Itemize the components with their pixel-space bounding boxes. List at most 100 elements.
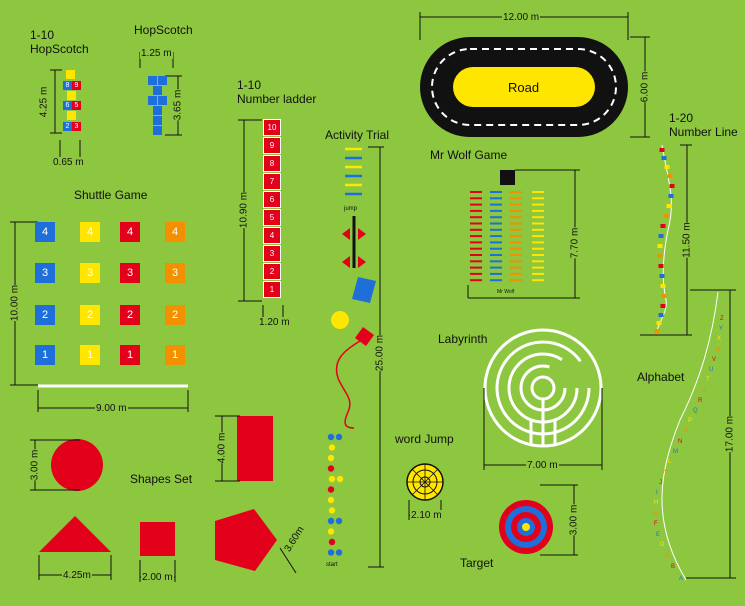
trail-dots <box>327 433 344 556</box>
shuttle-tile: 2 <box>165 305 185 325</box>
shape-rectangle <box>237 416 273 481</box>
hopscotch-2-title: HopScotch <box>134 23 193 37</box>
road-height-dimension: 6.00 m <box>639 71 651 103</box>
circle-height-dimension: 3.00 m <box>29 449 41 481</box>
alphabet-letter: I <box>656 490 658 496</box>
alphabet-letter: V <box>712 357 717 363</box>
shape-circle <box>51 439 103 491</box>
ladder-width-dimension: 1.20 m <box>258 317 291 328</box>
number-line-mark <box>661 294 667 298</box>
ladder-rung: 10 <box>263 119 281 136</box>
alphabet-letter: N <box>678 439 683 445</box>
hopscotch-1-width-dimension: 0.65 m <box>52 157 85 168</box>
road-label: Road <box>508 80 540 95</box>
number-line-mark <box>658 234 664 238</box>
shape-square <box>140 522 175 556</box>
shape-triangle <box>39 516 111 552</box>
alphabet-letter: F <box>654 521 658 527</box>
triangle-width-dimension: 4.25m <box>62 570 92 581</box>
number-line-mark <box>663 214 669 218</box>
alphabet-letter: W <box>715 347 721 353</box>
ladder-height-dimension: 10.90 m <box>238 191 250 229</box>
alphabet-letter: T <box>706 377 710 383</box>
shuttle-tile: 4 <box>80 222 100 242</box>
hopscotch-2-tile <box>153 116 162 125</box>
hopscotch-1-tile: 6 <box>63 101 72 110</box>
number-line-title-line1: 1-20 <box>669 111 694 125</box>
shape-pentagon <box>215 509 277 571</box>
alphabet-letter: Z <box>720 316 724 322</box>
shuttle-tile: 1 <box>35 345 55 365</box>
ladder-rung: 8 <box>263 155 281 172</box>
alphabet-height-dimension: 17.00 m <box>724 415 736 453</box>
trail-dot <box>328 444 336 451</box>
target-height-dimension: 3.00 m <box>568 504 580 536</box>
trail-length-dimension: 25.00 m <box>374 334 386 372</box>
trail-dot <box>327 486 335 493</box>
shuttle-tile: 3 <box>120 263 140 283</box>
hopscotch-2-tile <box>153 126 162 135</box>
activity-trail-title: Activity Trial <box>325 128 390 142</box>
shapes-set-title: Shapes Set <box>130 472 193 486</box>
alphabet-letter: S <box>702 388 707 394</box>
road-width-dimension: 12.00 m <box>502 12 541 23</box>
trail-dot <box>327 433 335 441</box>
activity-trail <box>331 147 376 429</box>
hopscotch-2-tile <box>153 86 162 95</box>
number-line-height-dimension: 11.50 m <box>681 222 693 258</box>
number-line-mark <box>668 194 674 198</box>
word-jump-circle <box>406 463 444 501</box>
trail-dot <box>327 465 335 472</box>
jump-label: jump <box>344 206 358 212</box>
number-line-mark <box>660 224 666 228</box>
hopscotch-2-tile <box>158 76 167 85</box>
shuttle-tile: 2 <box>120 305 140 325</box>
number-line-mark <box>657 244 663 248</box>
hopscotch-2-tile <box>148 96 157 105</box>
hopscotch-2-tile <box>153 106 162 115</box>
trail-dot <box>327 454 335 462</box>
word-jump-title: word Jump <box>395 432 454 446</box>
hopscotch-1-tile: 5 <box>72 101 81 110</box>
shuttle-tile: 1 <box>80 345 100 365</box>
shuttle-tile: 4 <box>120 222 140 242</box>
hopscotch-1-title-line1: 1-10 <box>30 28 55 42</box>
shuttle-game-title: Shuttle Game <box>74 188 148 202</box>
alphabet-letter: H <box>654 500 659 506</box>
number-line-mark <box>667 174 673 178</box>
target <box>499 500 553 554</box>
shuttle-tile: 3 <box>35 263 55 283</box>
ladder-rung: 4 <box>263 227 281 244</box>
start-label: start <box>326 562 338 568</box>
number-ladder-title-line2: Number ladder <box>237 92 317 106</box>
number-line-mark <box>654 329 660 333</box>
ladder-rung: 3 <box>263 245 281 262</box>
rectangle-height-dimension: 4.00 m <box>216 432 228 464</box>
number-line-mark <box>658 313 664 317</box>
shuttle-tile: 4 <box>35 222 55 242</box>
alphabet-letter: Q <box>693 408 698 414</box>
word-jump-width-dimension: 2.10 m <box>410 510 443 521</box>
shuttle-tile: 1 <box>165 345 185 365</box>
ladder-rung: 7 <box>263 173 281 190</box>
number-line-mark <box>660 304 666 308</box>
trail-dot <box>328 507 336 514</box>
mr-wolf-height-dimension: 7.70 m <box>569 227 581 259</box>
trail-dot <box>328 475 336 483</box>
alphabet-letter: G <box>653 511 658 517</box>
number-line-mark <box>658 264 664 268</box>
alphabet-letter: O <box>683 428 688 434</box>
shuttle-tile: 2 <box>35 305 55 325</box>
labyrinth-title: Labyrinth <box>438 332 488 346</box>
alphabet-title: Alphabet <box>637 370 685 384</box>
alphabet-letter: J <box>659 480 662 486</box>
trail-dot <box>327 496 335 504</box>
square-width-dimension: 2.00 m <box>141 572 174 583</box>
hopscotch-1-tile: 2 <box>63 122 72 131</box>
hopscotch-1-top-tile <box>66 70 75 79</box>
trail-dot <box>327 549 335 556</box>
alphabet-letter: X <box>717 336 722 342</box>
alphabet-letter: D <box>660 542 665 548</box>
